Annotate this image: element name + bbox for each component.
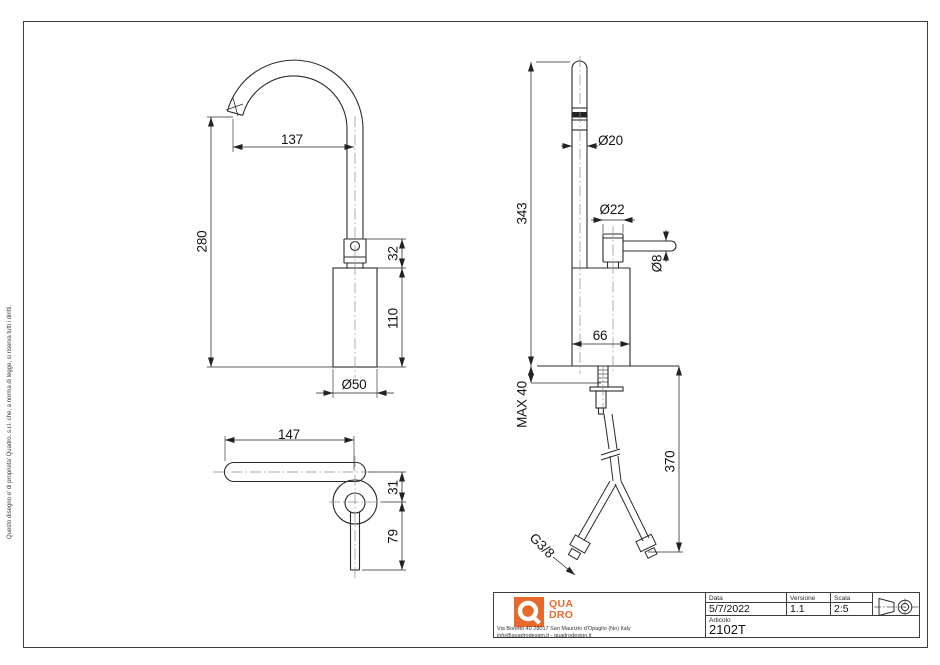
field-label-versione: Versione: [790, 595, 816, 602]
dim-label-height: 280: [194, 230, 210, 253]
field-label-scala: Scala: [834, 595, 851, 602]
field-value-scala: 2:5: [834, 603, 849, 615]
quadro-logo-square: [514, 597, 544, 627]
front-view-linework: [537, 60, 679, 415]
title-block-divider: [872, 592, 873, 615]
dim-label-spout-diameter: Ø20: [598, 133, 623, 148]
field-value-data: 5/7/2022: [709, 603, 750, 615]
front-view-dimension-lines: [528, 62, 682, 576]
top-view-extension-lines: [224, 436, 406, 571]
side-view-extension-lines: [207, 116, 406, 398]
field-label-data: Data: [709, 595, 723, 602]
dim-label-spout-reach: 137: [281, 132, 303, 147]
title-block-divider: [705, 615, 920, 616]
field-value-articolo: 2102T: [709, 622, 746, 637]
side-view-dimension-lines: [208, 117, 405, 396]
first-angle-projection-icon: [874, 597, 919, 617]
dim-label-body-depth: 66: [592, 328, 608, 343]
field-value-versione: 1.1: [790, 603, 805, 615]
top-view-dimension-lines: [225, 437, 405, 570]
dim-label-body: 110: [385, 308, 401, 329]
title-block-divider: [786, 592, 787, 615]
quadro-logo-q-icon: [514, 597, 544, 627]
dim-label-offset: 31: [385, 480, 401, 495]
title-block-divider: [830, 592, 831, 615]
company-contacts: info@quadrodesign.it - quadrodesign.it: [497, 633, 592, 639]
top-view-linework: [223, 461, 378, 571]
dim-label-lever-diameter: Ø8: [649, 254, 665, 273]
front-view-extension-lines: [531, 61, 683, 553]
dim-label-base-diameter: Ø50: [341, 377, 367, 392]
field-label-articolo: Articolo: [709, 617, 731, 624]
side-view-linework: [226, 59, 378, 368]
front-view-hoses: [567, 413, 658, 561]
drawing-frame: [23, 21, 928, 648]
dim-label-hose-length: 370: [662, 450, 678, 473]
dim-label-deck-thickness: MAX 40: [514, 381, 530, 428]
front-view-centerlines: [579, 56, 614, 418]
dim-label-spout-length: 147: [278, 427, 300, 442]
company-address: Via Boretto 40 28017 San Maurizio d'Opag…: [497, 626, 631, 632]
title-block-divider: [705, 602, 872, 603]
dim-label-neck: 32: [385, 246, 401, 261]
side-view-tip-ticks: [225, 97, 244, 117]
dim-label-total-height: 343: [514, 202, 530, 225]
top-view-centerlines: [213, 456, 381, 578]
dim-label-lever: 79: [385, 529, 401, 544]
dim-label-column-diameter: Ø22: [599, 202, 625, 217]
logo-text-line1: QUA: [549, 598, 574, 610]
projection-symbol: [874, 594, 920, 620]
logo-text-line2: DRO: [549, 609, 574, 621]
